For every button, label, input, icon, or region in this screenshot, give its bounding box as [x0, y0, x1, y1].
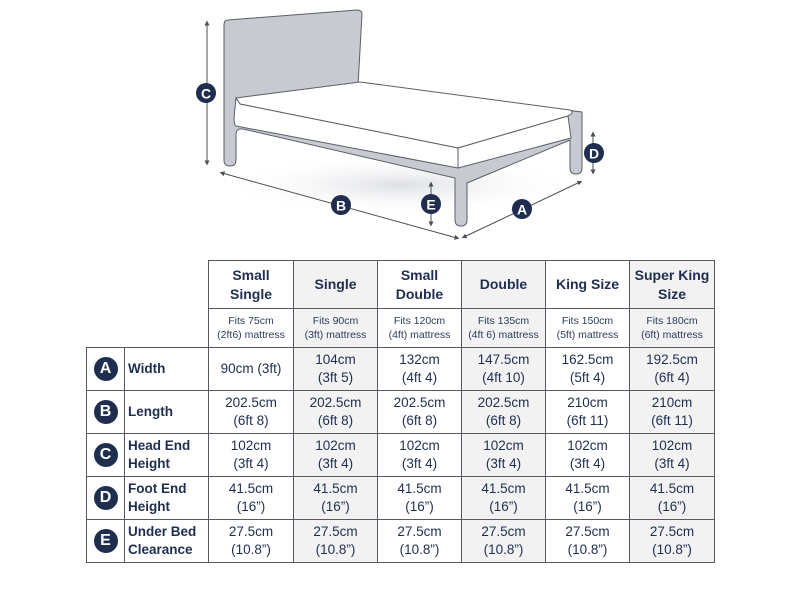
fits-cell: Fits 150cm(5ft) mattress — [545, 308, 630, 348]
row-label: Width — [124, 347, 209, 391]
value-cell: 27.5cm(10.8”) — [208, 519, 294, 563]
col-header-single: Single — [293, 260, 378, 309]
value-cell: 202.5cm(6ft 8) — [293, 390, 378, 434]
value-cell: 102cm(3ft 4) — [377, 433, 462, 477]
value-cell: 102cm(3ft 4) — [208, 433, 294, 477]
badge-e-icon: E — [421, 194, 441, 214]
value-cell: 41.5cm(16”) — [208, 476, 294, 520]
svg-text:E: E — [426, 197, 435, 213]
value-cell: 192.5cm(6ft 4) — [629, 347, 715, 391]
badge-d-icon: D — [584, 143, 604, 163]
value-cell: 202.5cm(6ft 8) — [208, 390, 294, 434]
value-cell: 102cm(3ft 4) — [461, 433, 546, 477]
table-row-length: B Length 202.5cm(6ft 8) 202.5cm(6ft 8) 2… — [86, 390, 715, 434]
badge-c-icon: C — [196, 83, 216, 103]
badge-c-icon: C — [93, 443, 118, 467]
col-header-king-size: King Size — [545, 260, 630, 309]
value-cell: 41.5cm(16”) — [461, 476, 546, 520]
value-cell: 147.5cm(4ft 10) — [461, 347, 546, 391]
value-cell: 202.5cm(6ft 8) — [377, 390, 462, 434]
value-cell: 210cm(6ft 11) — [545, 390, 630, 434]
svg-text:C: C — [201, 86, 211, 102]
value-cell: 102cm(3ft 4) — [545, 433, 630, 477]
value-cell: 41.5cm(16”) — [545, 476, 630, 520]
fits-cell: Fits 90cm(3ft) mattress — [293, 308, 378, 348]
value-cell: 41.5cm(16”) — [377, 476, 462, 520]
value-cell: 27.5cm(10.8”) — [377, 519, 462, 563]
row-label: Length — [124, 390, 209, 434]
value-cell: 162.5cm(5ft 4) — [545, 347, 630, 391]
svg-text:A: A — [517, 202, 527, 218]
table-row-width: A Width 90cm (3ft) 104cm(3ft 5) 132cm(4f… — [86, 347, 715, 391]
value-cell: 27.5cm(10.8”) — [629, 519, 715, 563]
value-cell: 104cm(3ft 5) — [293, 347, 378, 391]
fits-cell: Fits 135cm(4ft 6) mattress — [461, 308, 546, 348]
badge-b-icon: B — [331, 195, 351, 215]
bed-dimension-diagram: C B E A D — [196, 9, 604, 240]
value-cell: 27.5cm(10.8”) — [545, 519, 630, 563]
fits-cell: Fits 75cm(2ft6) mattress — [208, 308, 294, 348]
badge-a-icon: A — [512, 199, 532, 219]
fits-cell: Fits 120cm(4ft) mattress — [377, 308, 462, 348]
svg-text:D: D — [589, 146, 599, 162]
value-cell: 210cm(6ft 11) — [629, 390, 715, 434]
badge-d-icon: D — [93, 486, 118, 510]
value-cell: 90cm (3ft) — [208, 347, 294, 391]
mattress-end — [457, 115, 572, 169]
value-cell: 27.5cm(10.8”) — [461, 519, 546, 563]
value-cell: 41.5cm(16”) — [629, 476, 715, 520]
value-cell: 102cm(3ft 4) — [629, 433, 715, 477]
badge-a-icon: A — [93, 357, 118, 381]
badge-e-icon: E — [93, 529, 118, 553]
value-cell: 102cm(3ft 4) — [293, 433, 378, 477]
fits-row: Fits 75cm(2ft6) mattress Fits 90cm(3ft) … — [87, 308, 715, 348]
value-cell: 202.5cm(6ft 8) — [461, 390, 546, 434]
fits-cell: Fits 180cm(6ft) mattress — [629, 308, 715, 348]
value-cell: 27.5cm(10.8”) — [293, 519, 378, 563]
value-cell: 41.5cm(16”) — [293, 476, 378, 520]
col-header-double: Double — [461, 260, 546, 309]
svg-text:B: B — [336, 198, 346, 214]
badge-b-icon: B — [93, 400, 118, 424]
value-cell: 132cm(4ft 4) — [377, 347, 462, 391]
